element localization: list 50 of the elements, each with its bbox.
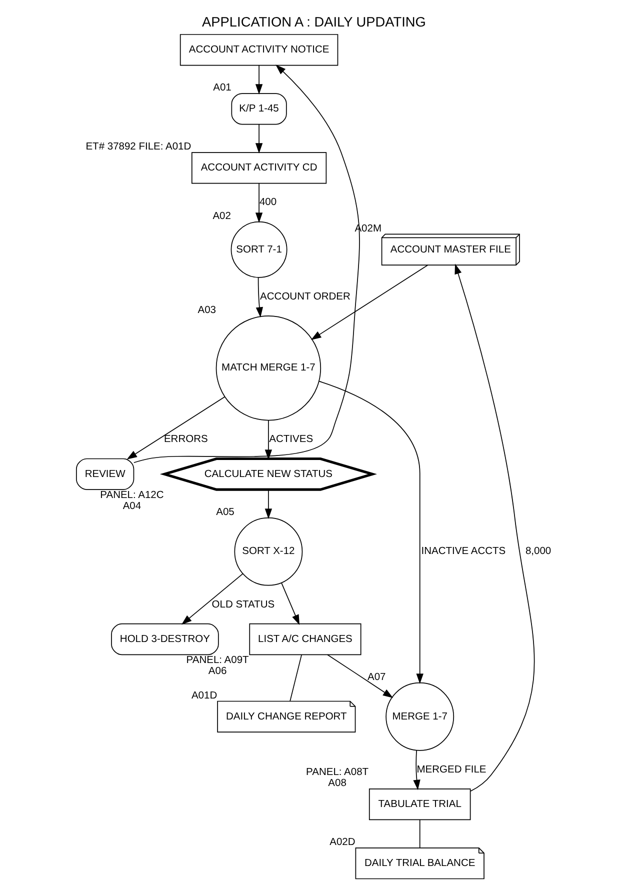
arrow — [264, 420, 272, 460]
arrow — [413, 750, 420, 790]
arrow — [133, 64, 360, 464]
arrow — [126, 396, 226, 460]
edge-label: ERRORS — [164, 434, 208, 446]
node-box: ACCOUNT ACTIVITY NOTICE — [180, 34, 338, 66]
node-box: K/P 1-45 — [231, 93, 287, 125]
edge-label: MERGED FILE — [416, 764, 486, 776]
node-label: A02 — [212, 210, 231, 222]
edge-label: OLD STATUS — [212, 599, 275, 610]
arrow — [255, 124, 263, 154]
node-label: A07 — [368, 672, 386, 683]
node-label: A03 — [198, 305, 216, 316]
node-label: A02D — [330, 837, 356, 848]
node-label: PANEL: A08T — [306, 766, 369, 778]
connector — [290, 654, 302, 702]
diagram-title: APPLICATION A : DAILY UPDATING — [202, 14, 426, 30]
node-box: TABULATE TRIAL — [368, 788, 471, 820]
node-label: A01 — [213, 82, 232, 94]
node-box: ACCOUNT ACTIVITY CD — [191, 152, 327, 184]
node-label: A04 — [122, 500, 142, 512]
arrow — [327, 654, 394, 698]
arrow — [264, 489, 272, 519]
edge-label: 8,000 — [525, 546, 552, 558]
node-circle: SORT 7-1 — [230, 221, 288, 278]
connector — [419, 820, 420, 848]
arrow — [255, 183, 263, 223]
node-box: LIST A/C CHANGES — [249, 623, 362, 656]
node-box: REVIEW — [76, 458, 134, 490]
node-circle: MERGE 1-7 — [386, 682, 454, 751]
node-label: A01D — [191, 690, 218, 702]
edge-label: INACTIVE ACCTS — [421, 546, 506, 558]
arrow — [256, 277, 264, 318]
edge-label: ACTIVES — [269, 434, 314, 446]
node-label: ET# 37892 FILE: A01D — [86, 142, 192, 153]
node-label: PANEL: A12C — [100, 490, 164, 501]
node-box: HOLD 3-DESTROY — [111, 623, 219, 656]
node-label: A05 — [216, 506, 234, 518]
edge-label: 400 — [259, 197, 277, 208]
arrow — [454, 264, 535, 792]
node-label: A06 — [208, 666, 227, 677]
arrow — [281, 582, 300, 626]
node-circle: SORT X-12 — [234, 517, 303, 586]
node-label: A08 — [328, 778, 346, 790]
arrow — [255, 65, 263, 94]
node-label: PANEL: A09T — [186, 654, 249, 666]
arrow — [310, 264, 428, 340]
arrow — [318, 380, 424, 684]
edge-label: ACCOUNT ORDER — [260, 291, 350, 302]
arrow — [181, 573, 244, 625]
